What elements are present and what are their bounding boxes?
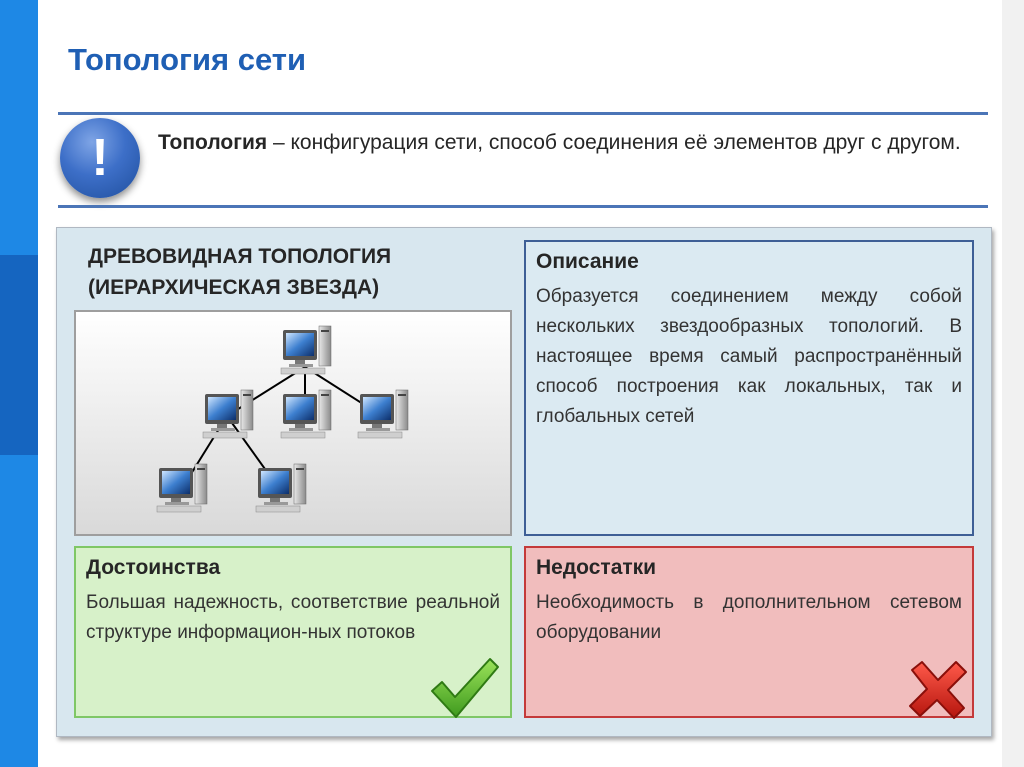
checkmark-icon [431,658,499,718]
tree-diagram-svg [156,325,409,513]
slide-title: Топология сети [68,42,307,77]
computer-icon [280,389,332,439]
computer-icon [255,463,307,513]
computer-icon [202,389,254,439]
topology-title: ДРЕВОВИДНАЯ ТОПОЛОГИЯ (ИЕРАРХИЧЕСКАЯ ЗВЕ… [88,241,391,303]
description-text: Образуется соединением между собой неско… [536,286,962,427]
cross-icon [909,661,967,719]
exclamation-icon: ! [60,118,140,198]
topology-title-line2: (ИЕРАРХИЧЕСКАЯ ЗВЕЗДА) [88,276,380,299]
advantages-heading: Достоинства [86,556,221,579]
definition-body: – конфигурация сети, способ соединения е… [267,131,961,154]
advantages-text: Большая надежность, соответствие реально… [86,592,500,643]
topology-title-line1: ДРЕВОВИДНАЯ ТОПОЛОГИЯ [88,245,392,268]
left-accent-bar-dark [0,255,38,455]
disadvantages-box: Недостатки Необходимость в дополнительно… [524,546,974,718]
computer-icon [156,463,208,513]
disadvantages-text: Необходимость в дополнительном сетевом о… [536,592,962,643]
definition-text: Топология – конфигурация сети, способ со… [158,126,984,160]
divider-top [58,112,988,115]
description-heading: Описание [536,250,639,273]
description-box: Описание Образуется соединением между со… [524,240,974,536]
tree-topology-diagram [74,310,512,536]
computer-icon [280,325,332,375]
disadvantages-heading: Недостатки [536,556,657,579]
divider-bottom [58,205,988,208]
definition-term: Топология [158,131,268,154]
computer-icon [357,389,409,439]
right-edge-strip [1002,0,1024,767]
advantages-box: Достоинства Большая надежность, соответс… [74,546,512,718]
